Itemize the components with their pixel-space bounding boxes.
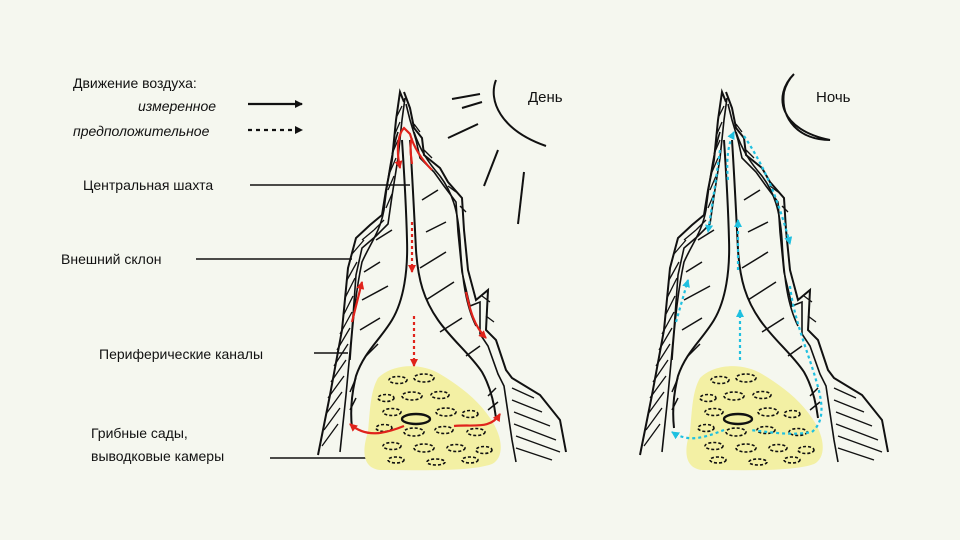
crescent-moon-icon (781, 73, 831, 141)
legend-title: Движение воздуха: (73, 75, 197, 91)
panel-title-day: День (528, 89, 563, 106)
day-mound-section (316, 90, 568, 472)
sun-rays-icon (447, 79, 547, 225)
label-gardens-line1: Грибные сады, (91, 425, 188, 441)
panel-title-night: Ночь (816, 89, 851, 106)
day-airflow (349, 126, 501, 435)
label-outer-slope: Внешний склон (61, 251, 162, 267)
night-airflow (671, 131, 823, 440)
label-gardens-line2: выводковые камеры (91, 448, 225, 464)
night-mound-section (638, 90, 890, 472)
label-central-shaft: Центральная шахта (83, 177, 214, 193)
legend-measured-label: измеренное (138, 98, 217, 114)
label-peripheral-channels: Периферические каналы (99, 346, 264, 362)
legend-assumed-label: предположительное (73, 123, 210, 139)
